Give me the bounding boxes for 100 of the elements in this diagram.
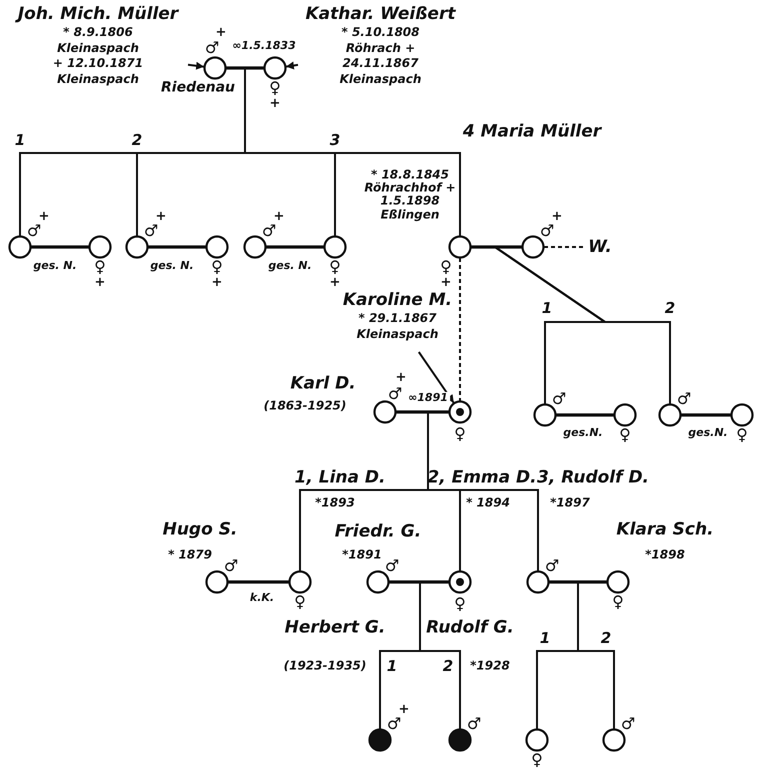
dashed-line (544, 246, 585, 248)
person-symbol (533, 403, 557, 427)
sex-symbol: ♀ (612, 593, 624, 611)
date-label: *1891 (342, 548, 382, 562)
partner-line (226, 66, 264, 70)
partner-line (148, 245, 206, 249)
date-label: * 5.10.1808 Röhrach + 24.11.1867 Kleinaspach (338, 25, 422, 88)
sex-symbol: ♂ (384, 557, 400, 575)
person-symbol (323, 235, 347, 259)
partner-line (471, 245, 522, 249)
date-label: *1897 (550, 496, 590, 510)
person-symbol (526, 570, 550, 594)
sibling-number: 1 (14, 132, 26, 148)
sibling-number: 3 (330, 132, 340, 148)
sex-symbol: ♂ (466, 715, 482, 733)
dashed-line (459, 258, 461, 401)
sex-symbol: ♂ (224, 557, 238, 575)
person-symbol (448, 235, 472, 259)
name-label: 3, Rudolf D. (536, 468, 650, 488)
sex-symbol: ♂ (676, 390, 692, 408)
person-symbol (205, 235, 229, 259)
name-label: Klara Sch. (616, 520, 714, 540)
date-label: *1898 (645, 548, 685, 562)
date-label: *1928 (470, 659, 510, 673)
name-label: Rudolf G. (426, 618, 514, 638)
arrow (418, 351, 455, 404)
partner-line (389, 580, 449, 584)
sex-symbol: ♀ (454, 425, 466, 443)
name-label: Hugo S. (162, 520, 238, 540)
death-mark: + (274, 210, 284, 224)
descent-line (577, 581, 615, 729)
sibling-number: 2 (600, 630, 612, 646)
death-mark: + (270, 96, 280, 112)
date-label: * 18.8.1845 Röhrachhof + 1.5.1898 Eßlingen (364, 168, 456, 222)
death-mark: + (398, 702, 410, 718)
death-mark: + (330, 276, 340, 290)
sex-symbol: ♂ (262, 222, 276, 240)
date-label: * 1879 (168, 548, 212, 562)
partner-line (396, 410, 449, 414)
affected-person-symbol (448, 728, 472, 752)
death-mark: + (94, 276, 106, 290)
edge-label: ∞1.5.1833 (230, 40, 298, 52)
sex-symbol: ♀ (531, 751, 543, 769)
sex-symbol: ♂ (388, 385, 402, 403)
person-symbol (521, 235, 545, 259)
sex-symbol: ♂ (620, 715, 636, 733)
sex-symbol: ♀ (294, 593, 306, 611)
sex-symbol: ♀ (619, 426, 631, 444)
sibling-number: 1 (542, 300, 552, 316)
person-symbol (243, 235, 267, 259)
person-symbol (373, 400, 397, 424)
sex-symbol: ♂ (26, 222, 42, 240)
person-symbol (125, 235, 149, 259)
sex-symbol: ♂ (386, 715, 402, 733)
person-symbol (205, 570, 229, 594)
sex-symbol: ♀ (211, 258, 223, 276)
person-symbol (203, 56, 227, 80)
edge-label: ∞1891 (406, 392, 450, 404)
sex-symbol: ♀ (329, 258, 341, 276)
descent-line (427, 411, 539, 571)
date-label: (1923-1935) (284, 659, 366, 673)
sex-symbol: ♂ (144, 222, 158, 240)
sex-symbol: ♂ (552, 390, 566, 408)
date-label: * 1894 (466, 496, 510, 510)
sibling-number: 2 (664, 300, 676, 316)
descent-line (419, 581, 461, 729)
person-symbol (525, 728, 549, 752)
sibling-number: 1 (540, 630, 550, 646)
sex-symbol: ♀ (440, 258, 452, 276)
name-label: Friedr. G. (334, 522, 422, 542)
person-symbol (288, 570, 312, 594)
name-label: 2, Emma D. (427, 468, 537, 488)
partner-line (556, 413, 614, 417)
death-mark: + (396, 370, 406, 386)
sex-symbol: ♀ (736, 426, 748, 444)
person-symbol (606, 570, 630, 594)
name-label: Herbert G. (284, 618, 386, 638)
name-label: Kathar. Weißert (304, 4, 457, 24)
sibling-number: 1 (386, 658, 398, 674)
arrow (286, 62, 298, 70)
person-symbol (263, 56, 287, 80)
death-mark: + (38, 210, 50, 224)
person-symbol (88, 235, 112, 259)
death-mark: + (552, 210, 562, 224)
person-symbol (730, 403, 754, 427)
sex-symbol: ♀ (94, 258, 106, 276)
person-symbol (602, 728, 626, 752)
person-symbol (658, 403, 682, 427)
sex-symbol: ♀ (269, 79, 281, 97)
sibling-number: 2 (442, 658, 454, 674)
name-label: 1, Lina D. (294, 468, 386, 488)
partner-line (266, 245, 324, 249)
name-label: Karl D. (290, 374, 356, 394)
name-label: Joh. Mich. Müller (8, 4, 188, 24)
sibling-number: 2 (132, 132, 142, 148)
partner-line (228, 580, 289, 584)
affected-person-symbol (368, 728, 392, 752)
person-symbol (8, 235, 32, 259)
death-mark: + (440, 276, 452, 290)
carrier-person-symbol (448, 570, 472, 594)
